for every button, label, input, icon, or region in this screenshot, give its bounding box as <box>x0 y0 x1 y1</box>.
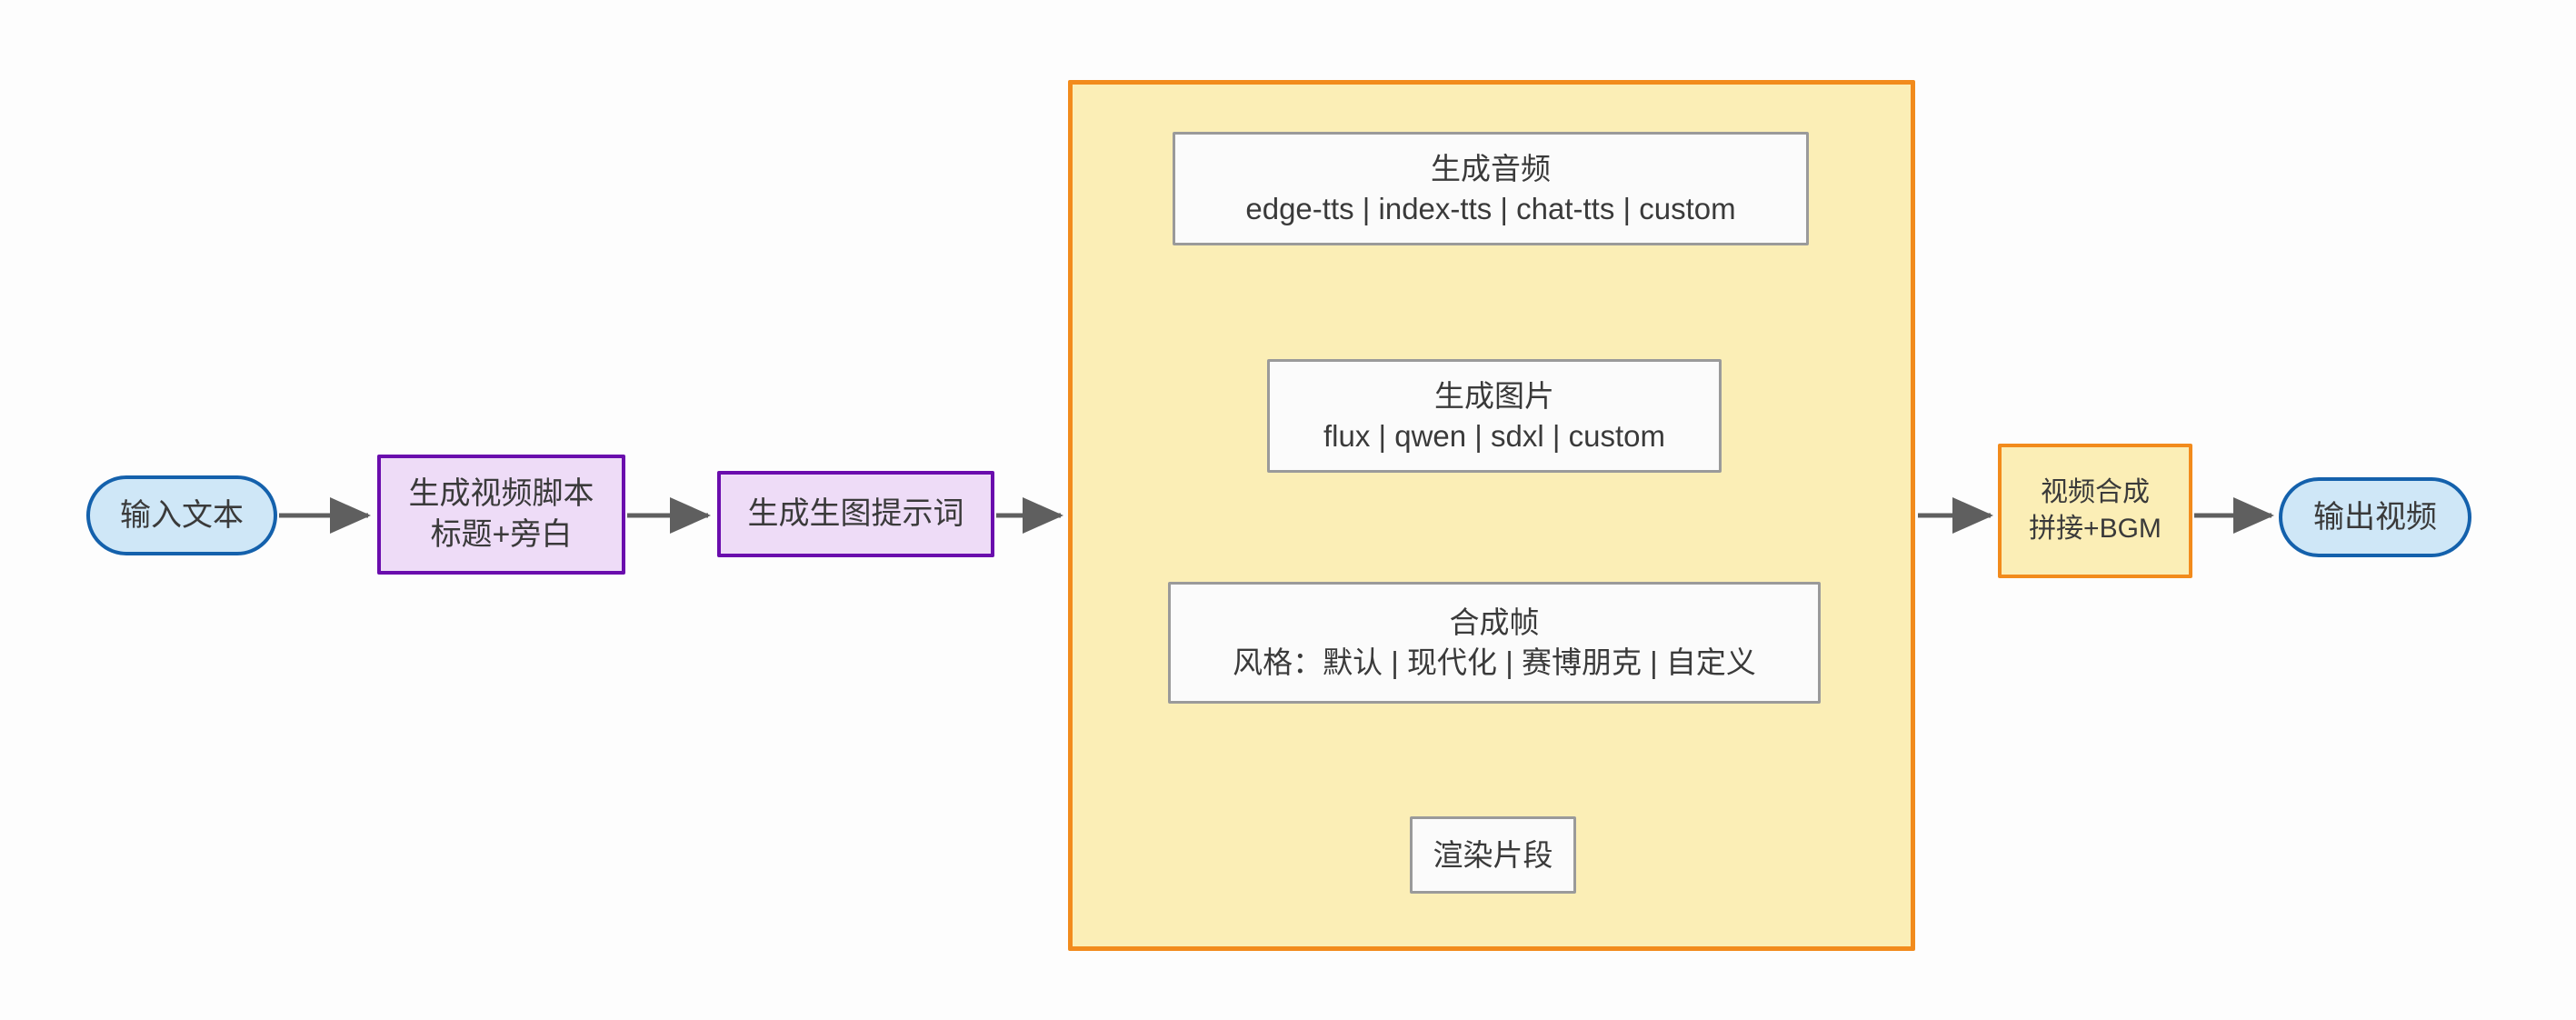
node-generate-video-script[interactable]: 生成视频脚本 标题+旁白 <box>377 455 625 575</box>
node-generate-image-title: 生成图片 <box>1434 378 1554 413</box>
node-generate-image-prompt[interactable]: 生成生图提示词 <box>717 471 994 557</box>
node-generate-image[interactable]: 生成图片 flux | qwen | sdxl | custom <box>1267 359 1722 473</box>
node-compose-frame-styles: 风格：默认 | 现代化 | 赛博朋克 | 自定义 <box>1233 645 1756 679</box>
node-generate-image-prompt-label: 生成生图提示词 <box>747 496 964 532</box>
node-generate-audio-options: edge-tts | index-tts | chat-tts | custom <box>1245 191 1736 225</box>
node-render-clip-label: 渲染片段 <box>1433 837 1553 872</box>
node-input-text[interactable]: 输入文本 <box>86 475 277 555</box>
node-output-video[interactable]: 输出视频 <box>2279 477 2471 557</box>
node-render-clip[interactable]: 渲染片段 <box>1410 816 1576 894</box>
node-compose-frame-title: 合成帧 <box>1449 605 1540 640</box>
node-video-composition-line2: 拼接+BGM <box>2029 514 2162 544</box>
node-input-text-label: 输入文本 <box>120 497 244 533</box>
node-video-composition-line1: 视频合成 <box>2041 477 2150 508</box>
node-compose-frame[interactable]: 合成帧 风格：默认 | 现代化 | 赛博朋克 | 自定义 <box>1168 582 1821 704</box>
node-generate-audio[interactable]: 生成音频 edge-tts | index-tts | chat-tts | c… <box>1173 132 1809 245</box>
node-generate-image-options: flux | qwen | sdxl | custom <box>1323 418 1666 453</box>
node-generate-video-script-line2: 标题+旁白 <box>430 517 573 552</box>
node-generate-video-script-line1: 生成视频脚本 <box>408 476 594 512</box>
node-output-video-label: 输出视频 <box>2313 499 2437 535</box>
node-generate-audio-title: 生成音频 <box>1431 151 1551 185</box>
node-video-composition[interactable]: 视频合成 拼接+BGM <box>1998 444 2192 578</box>
